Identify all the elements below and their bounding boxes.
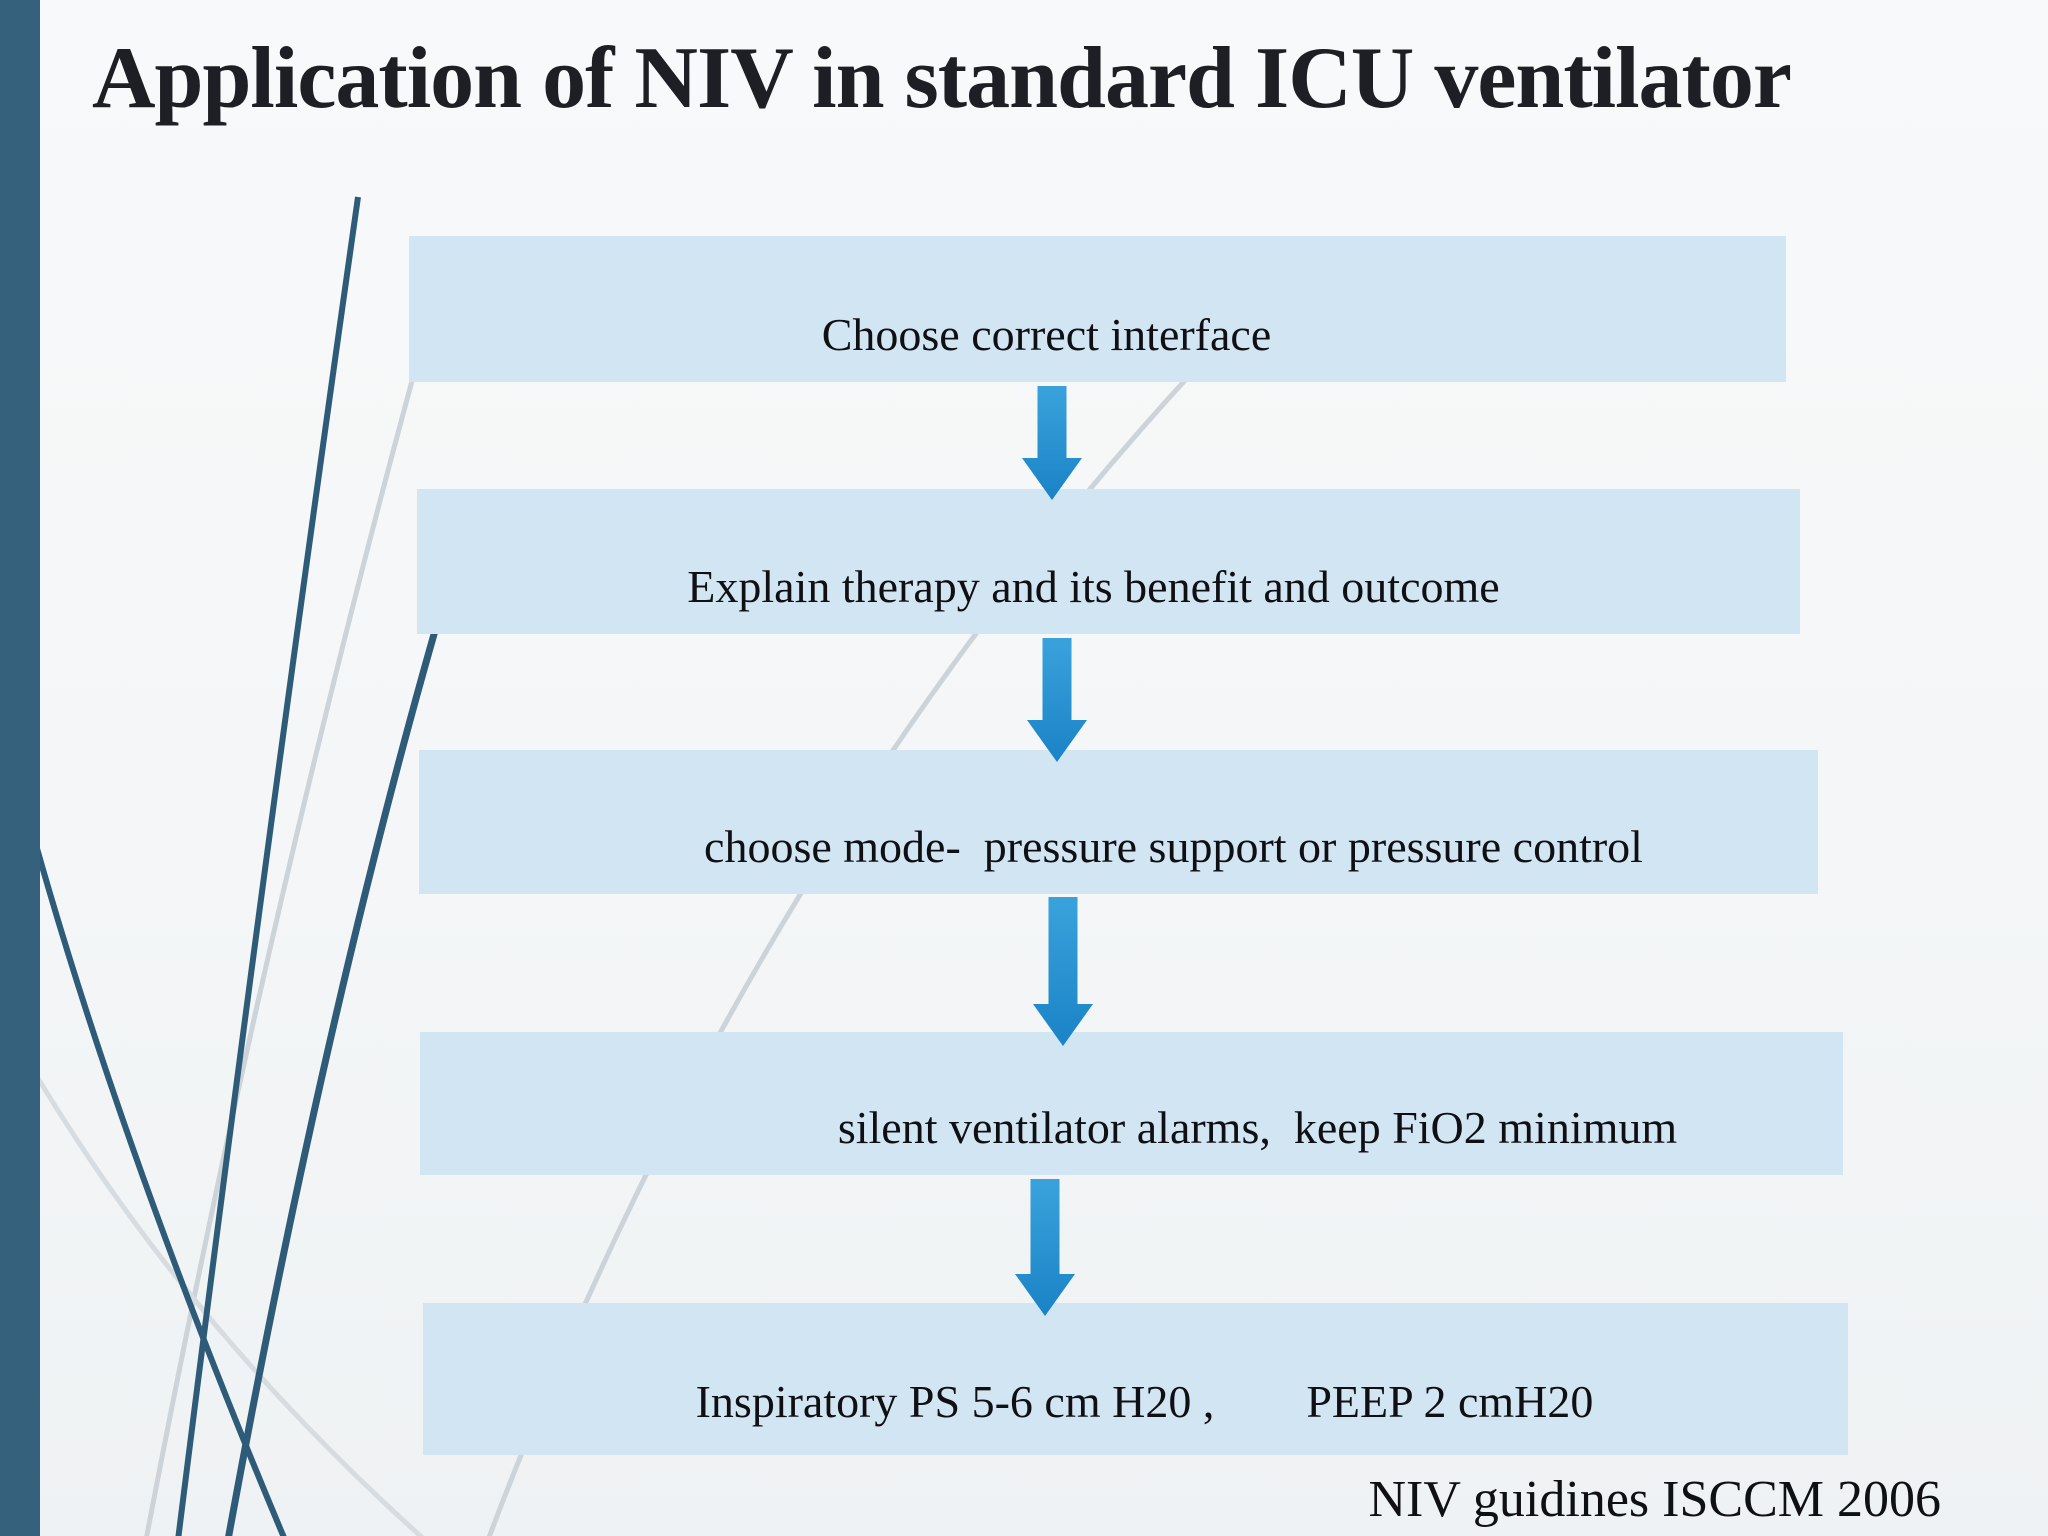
flow-step-explain-therapy: Explain therapy and its benefit and outc… <box>417 489 1800 634</box>
flow-step-label: choose mode- pressure support or pressur… <box>704 821 1643 873</box>
flow-step-choose-mode: choose mode- pressure support or pressur… <box>419 750 1818 894</box>
swoosh-dark-left-arc <box>33 844 287 1536</box>
arrow-down-icon <box>1015 1179 1075 1316</box>
flow-step-label: Explain therapy and its benefit and outc… <box>687 561 1500 613</box>
arrow-down-icon <box>1027 638 1087 762</box>
flow-step-label: silent ventilator alarms, keep FiO2 mini… <box>837 1102 1678 1154</box>
flow-step-choose-interface: Choose correct interface <box>409 236 1786 382</box>
arrow-down-icon <box>1033 897 1093 1046</box>
swoosh-gray-left-arc <box>144 307 435 1536</box>
flow-step-silent-alarms: silent ventilator alarms, keep FiO2 mini… <box>420 1032 1843 1175</box>
swoosh-dark-tall-arc <box>175 196 361 1536</box>
swoosh-gray-bottom-arc <box>33 1073 425 1536</box>
arrow-down-icon <box>1022 386 1082 500</box>
left-accent-bar <box>0 0 40 1536</box>
slide-title: Application of NIV in standard ICU venti… <box>92 30 1792 127</box>
citation-text: NIV guidines ISCCM 2006 <box>1368 1471 1941 1528</box>
flow-step-label: Inspiratory PS 5-6 cm H20 , PEEP 2 cmH20 <box>695 1376 1594 1428</box>
flow-step-label: Choose correct interface <box>821 309 1272 361</box>
flow-step-pressure-settings: Inspiratory PS 5-6 cm H20 , PEEP 2 cmH20 <box>423 1303 1848 1455</box>
swoosh-dark-cross-arc <box>225 550 462 1536</box>
